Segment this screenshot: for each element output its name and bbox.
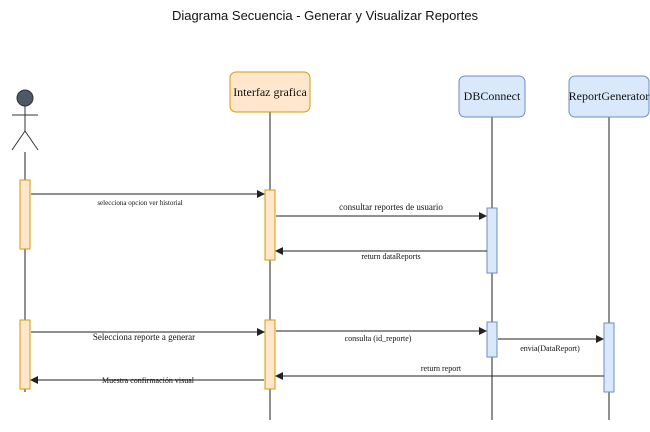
message-label: return dataReports	[361, 252, 420, 261]
message-label: consulta (id_reporte)	[345, 334, 412, 343]
diagram-title: Diagrama Secuencia - Generar y Visualiza…	[172, 8, 479, 23]
activation-bar	[264, 189, 276, 261]
actor-icon	[11, 89, 39, 151]
participant-label: Interfaz grafica	[233, 85, 307, 99]
message-label: envia(DataReport)	[520, 344, 580, 353]
participant-dbconnect: DBConnect	[458, 75, 526, 118]
participant-label: DBConnect	[464, 89, 521, 103]
message-label: return report	[421, 364, 462, 373]
participant-label: ReportGenerator	[569, 89, 650, 103]
participant-reportgenerator: ReportGenerator	[568, 75, 650, 118]
participant-interfaz-grafica: Interfaz grafica	[229, 71, 311, 113]
activation-bar	[19, 319, 31, 390]
activation-bar	[19, 179, 31, 250]
activation-bar	[486, 207, 498, 274]
message-label: selecciona opcion ver historial	[97, 199, 182, 207]
message-label: consultar reportes de usuario	[339, 202, 443, 212]
activation-bar	[603, 322, 615, 393]
message-label: Muestra confirmación visual	[102, 376, 195, 385]
activation-bar	[264, 319, 276, 390]
activation-bar	[486, 321, 498, 358]
message-label: Selecciona reporte a generar	[93, 332, 195, 342]
